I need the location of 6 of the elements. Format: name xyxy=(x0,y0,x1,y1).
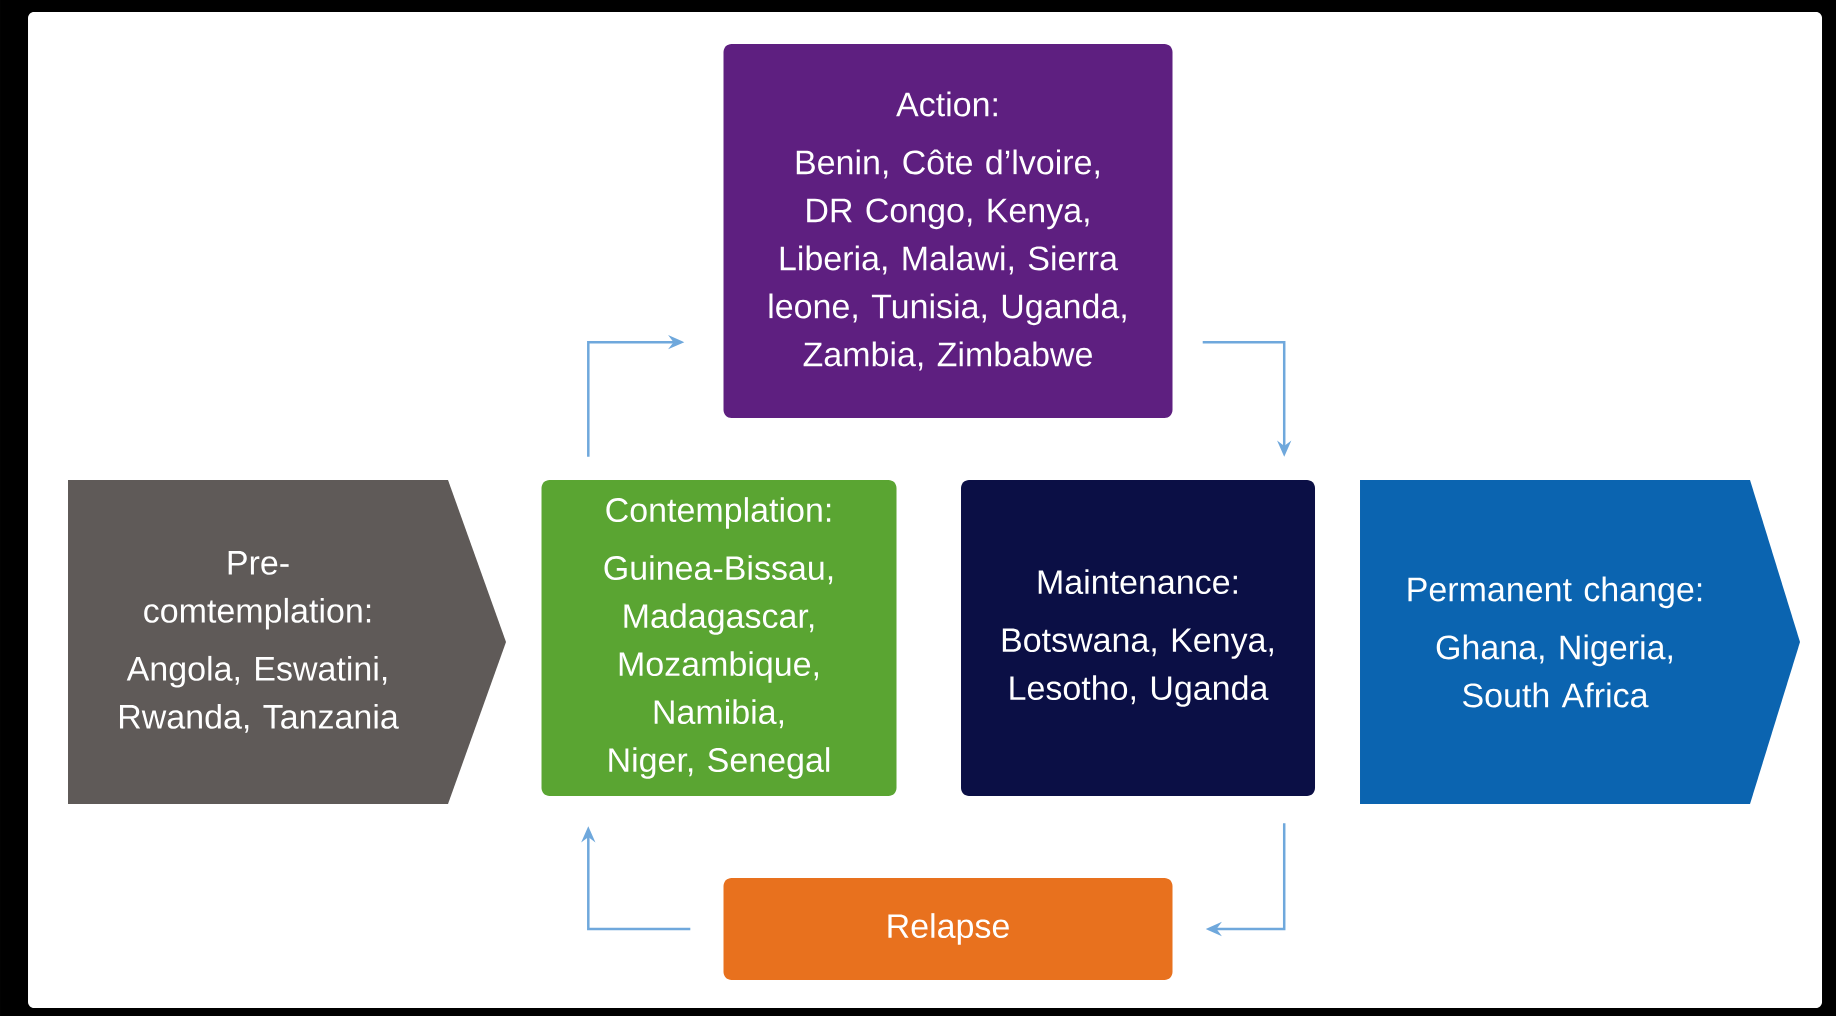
stage-box: Action: Benin, Côte d’lvoire, DR Congo, Kenya, Liberia, Malawi, Sierra leone, Tunisia, Uganda, Zambia, Zimbabwe xyxy=(723,44,1173,418)
chevron-box: Pre-comtemplation: Angola, Eswatini, Rwanda, Tanzania xyxy=(68,480,506,804)
chevron-box: Permanent change: Ghana, Nigeria, South Africa xyxy=(1360,480,1800,804)
stage-box: Maintenance: Botswana, Kenya, Lesotho, Uganda xyxy=(961,480,1315,796)
stage-box: Relapse xyxy=(723,878,1173,980)
stage-box: Contemplation: Guinea-Bissau, Madagascar, Mozambique, Namibia, Niger, Senegal xyxy=(541,480,897,796)
